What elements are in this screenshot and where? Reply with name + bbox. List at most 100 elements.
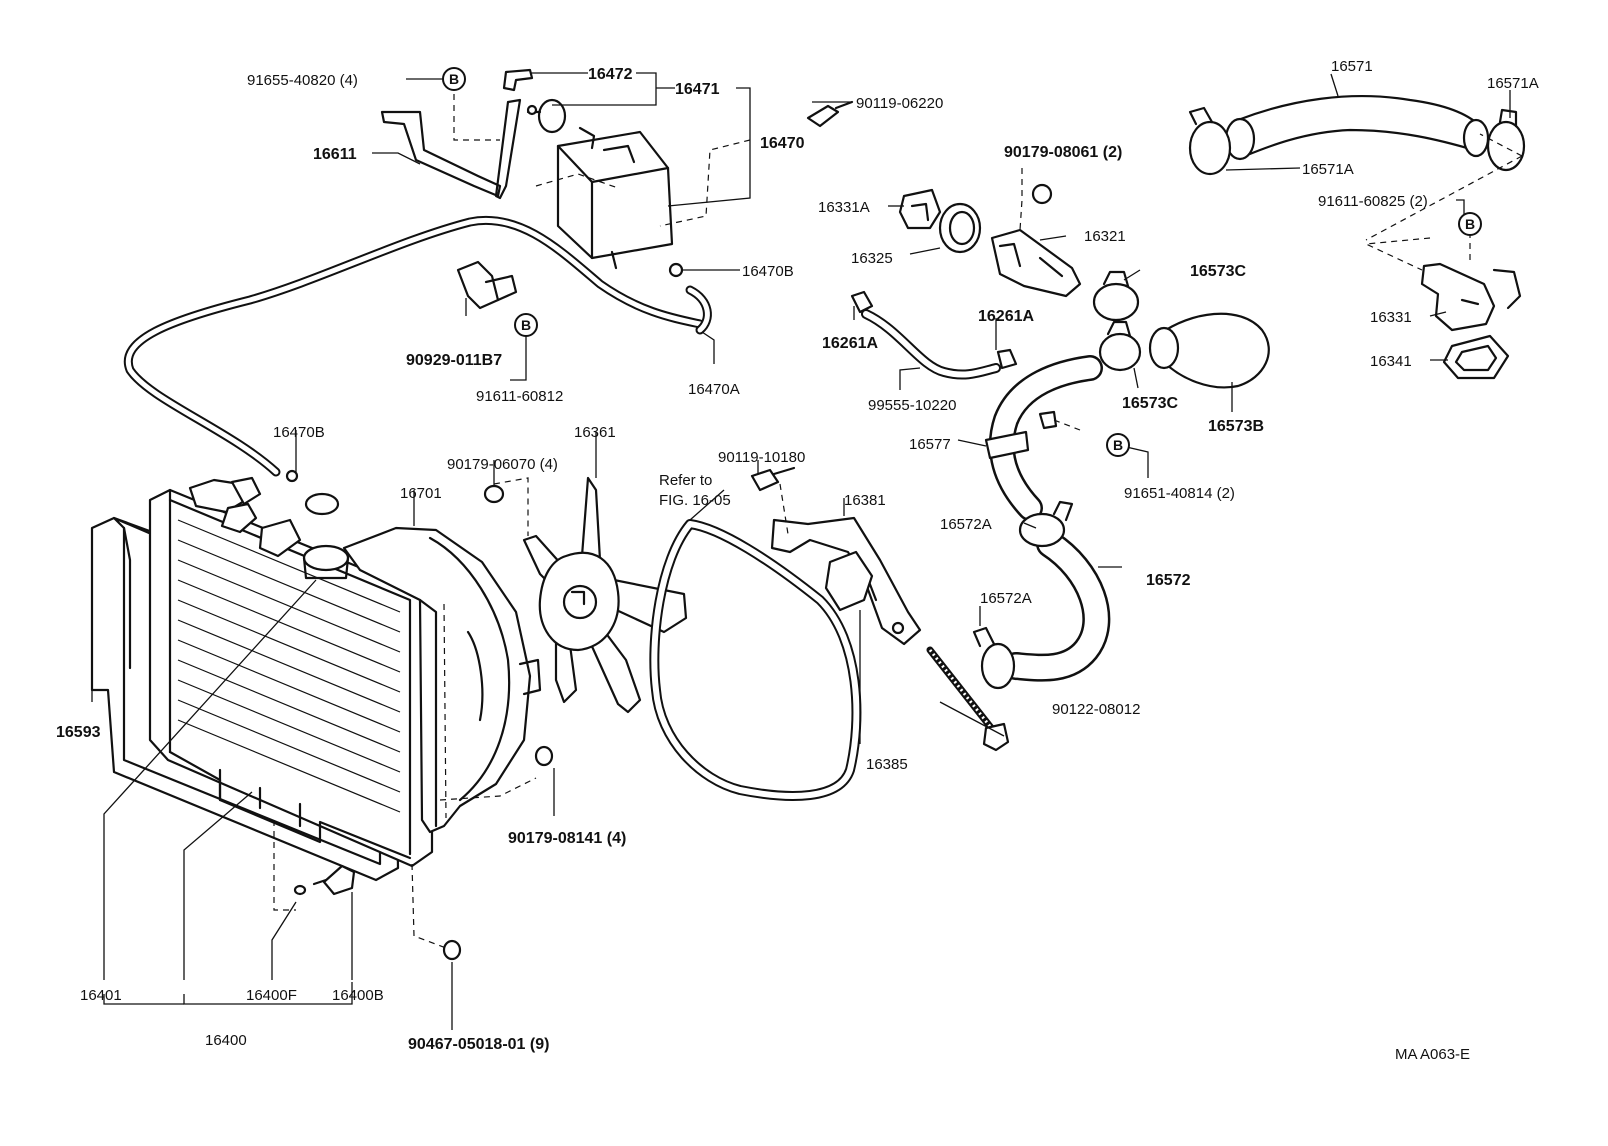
callout-label: 90119-06220	[856, 95, 943, 112]
radiator-cap	[302, 492, 350, 580]
gasket-16341	[1442, 334, 1510, 380]
callout-label: 16573B	[1208, 418, 1264, 435]
callout-label: 16331	[1370, 309, 1412, 326]
clamp-16572a-upper	[1018, 500, 1074, 548]
hose-16571	[1224, 94, 1490, 161]
callout-label: 16573C	[1122, 395, 1178, 412]
callout-label: 90179-08061 (2)	[1004, 144, 1122, 161]
ref-mark-b-2: B	[514, 313, 538, 337]
callout-label: 16341	[1370, 353, 1412, 370]
clamp-16470b-lower	[285, 469, 299, 483]
callout-label: 16470A	[688, 381, 740, 398]
callout-label: 91611-60825 (2)	[1318, 193, 1428, 210]
clamp-16571a-left	[1188, 106, 1232, 176]
clamp-16573c-upper	[1092, 270, 1140, 322]
callout-label: 16325	[851, 250, 893, 267]
svg-text:B: B	[521, 317, 531, 333]
bolt-90119-06220	[806, 100, 854, 128]
callout-label: 16400B	[332, 987, 384, 1004]
clamp-16261a-left	[850, 290, 874, 314]
callout-label: 90119-10180	[718, 449, 805, 466]
cooling-fan	[522, 476, 688, 714]
reservoir-cap	[526, 98, 567, 134]
callout-label: 90467-05018-01 (9)	[408, 1036, 549, 1053]
ref-mark-b-4: B	[1458, 212, 1482, 236]
overflow-hose	[123, 216, 712, 477]
radiator-upper-tank	[188, 476, 302, 558]
drain-plug	[312, 864, 356, 896]
callout-label: 16321	[1084, 228, 1126, 245]
callout-label: 16701	[400, 485, 442, 502]
callout-label: FIG. 16-05	[659, 492, 731, 509]
callout-label: 16381	[844, 492, 886, 509]
callout-label: 16361	[574, 424, 616, 441]
callout-label: Refer to	[659, 472, 712, 489]
ref-mark-b-3: B	[1106, 433, 1130, 457]
callout-label: 16401	[80, 987, 122, 1004]
callout-label: 99555-10220	[868, 397, 956, 414]
clamp-16470b-upper	[668, 262, 684, 278]
callout-label: 90122-08012	[1052, 701, 1140, 718]
callout-label: 16572	[1146, 572, 1191, 589]
drain-gasket	[293, 884, 307, 896]
water-outlet-16331	[1420, 262, 1522, 332]
radiator-core	[148, 488, 434, 868]
fan-shroud	[342, 526, 542, 834]
water-pipe-16577	[984, 355, 1103, 521]
water-inlet-16321	[990, 228, 1082, 298]
callout-label: 90179-06070 (4)	[447, 456, 558, 473]
callout-label: 16572A	[940, 516, 992, 533]
nut-90179-08061	[1031, 183, 1053, 205]
callout-label: 16471	[675, 81, 720, 98]
svg-text:B: B	[1113, 437, 1123, 453]
callout-label: 90179-08141 (4)	[508, 830, 626, 847]
callout-label: 16577	[909, 436, 951, 453]
callout-label: 16261A	[978, 308, 1034, 325]
callout-label: 16573C	[1190, 263, 1246, 280]
callout-label: 16470	[760, 135, 805, 152]
fan-damper	[824, 550, 874, 612]
callout-label: 16472	[588, 66, 633, 83]
clamp-16261a-right	[996, 348, 1018, 370]
callout-label: 16593	[56, 724, 101, 741]
gasket-16325	[938, 202, 982, 254]
stud-bolt-90122-08012	[926, 646, 1010, 752]
callout-label: 16331A	[818, 199, 870, 216]
callout-label: 91655-40820 (4)	[247, 72, 358, 89]
svg-text:B: B	[1465, 216, 1475, 232]
hose-16573b	[1148, 312, 1270, 389]
callout-label: 16470B	[742, 263, 794, 280]
svg-text:B: B	[449, 71, 459, 87]
callout-label: 16572A	[980, 590, 1032, 607]
reservoir-tank	[556, 126, 674, 270]
fan-belt	[649, 519, 862, 801]
callout-label: 16611	[313, 146, 357, 163]
leader-lines	[91, 72, 1523, 1030]
clamp-16572a-lower	[972, 626, 1016, 690]
clamp-16571a-right	[1486, 108, 1526, 172]
hose-16572	[1002, 530, 1111, 682]
callout-label: 90929-011B7	[406, 352, 502, 369]
shroud-bolt-90179-08141	[534, 745, 554, 767]
thermostat-16331a	[898, 188, 942, 230]
hose-clip	[456, 260, 518, 310]
bracket-16472	[494, 68, 534, 200]
shroud-bolt-90179-06070	[483, 484, 505, 504]
callout-label: 16470B	[273, 424, 325, 441]
callout-label: 16400	[205, 1032, 247, 1049]
clip-90467-05018	[442, 939, 462, 961]
callout-label: 16261A	[822, 335, 878, 352]
clamp-16573c-lower	[1098, 320, 1142, 372]
ref-mark-b-1: B	[442, 67, 466, 91]
callout-label: 16400F	[246, 987, 297, 1004]
callout-label: 16571A	[1487, 75, 1539, 92]
bypass-hose	[861, 309, 1001, 380]
callout-label: 16571	[1331, 58, 1373, 75]
diagram-code: MA A063-E	[1395, 1046, 1470, 1063]
callout-label: 16571A	[1302, 161, 1354, 178]
callout-label: 91651-40814 (2)	[1124, 485, 1235, 502]
bolt-90119-10180	[750, 466, 796, 492]
callout-label: 16385	[866, 756, 908, 773]
callout-label: 91611-60812	[476, 388, 563, 405]
